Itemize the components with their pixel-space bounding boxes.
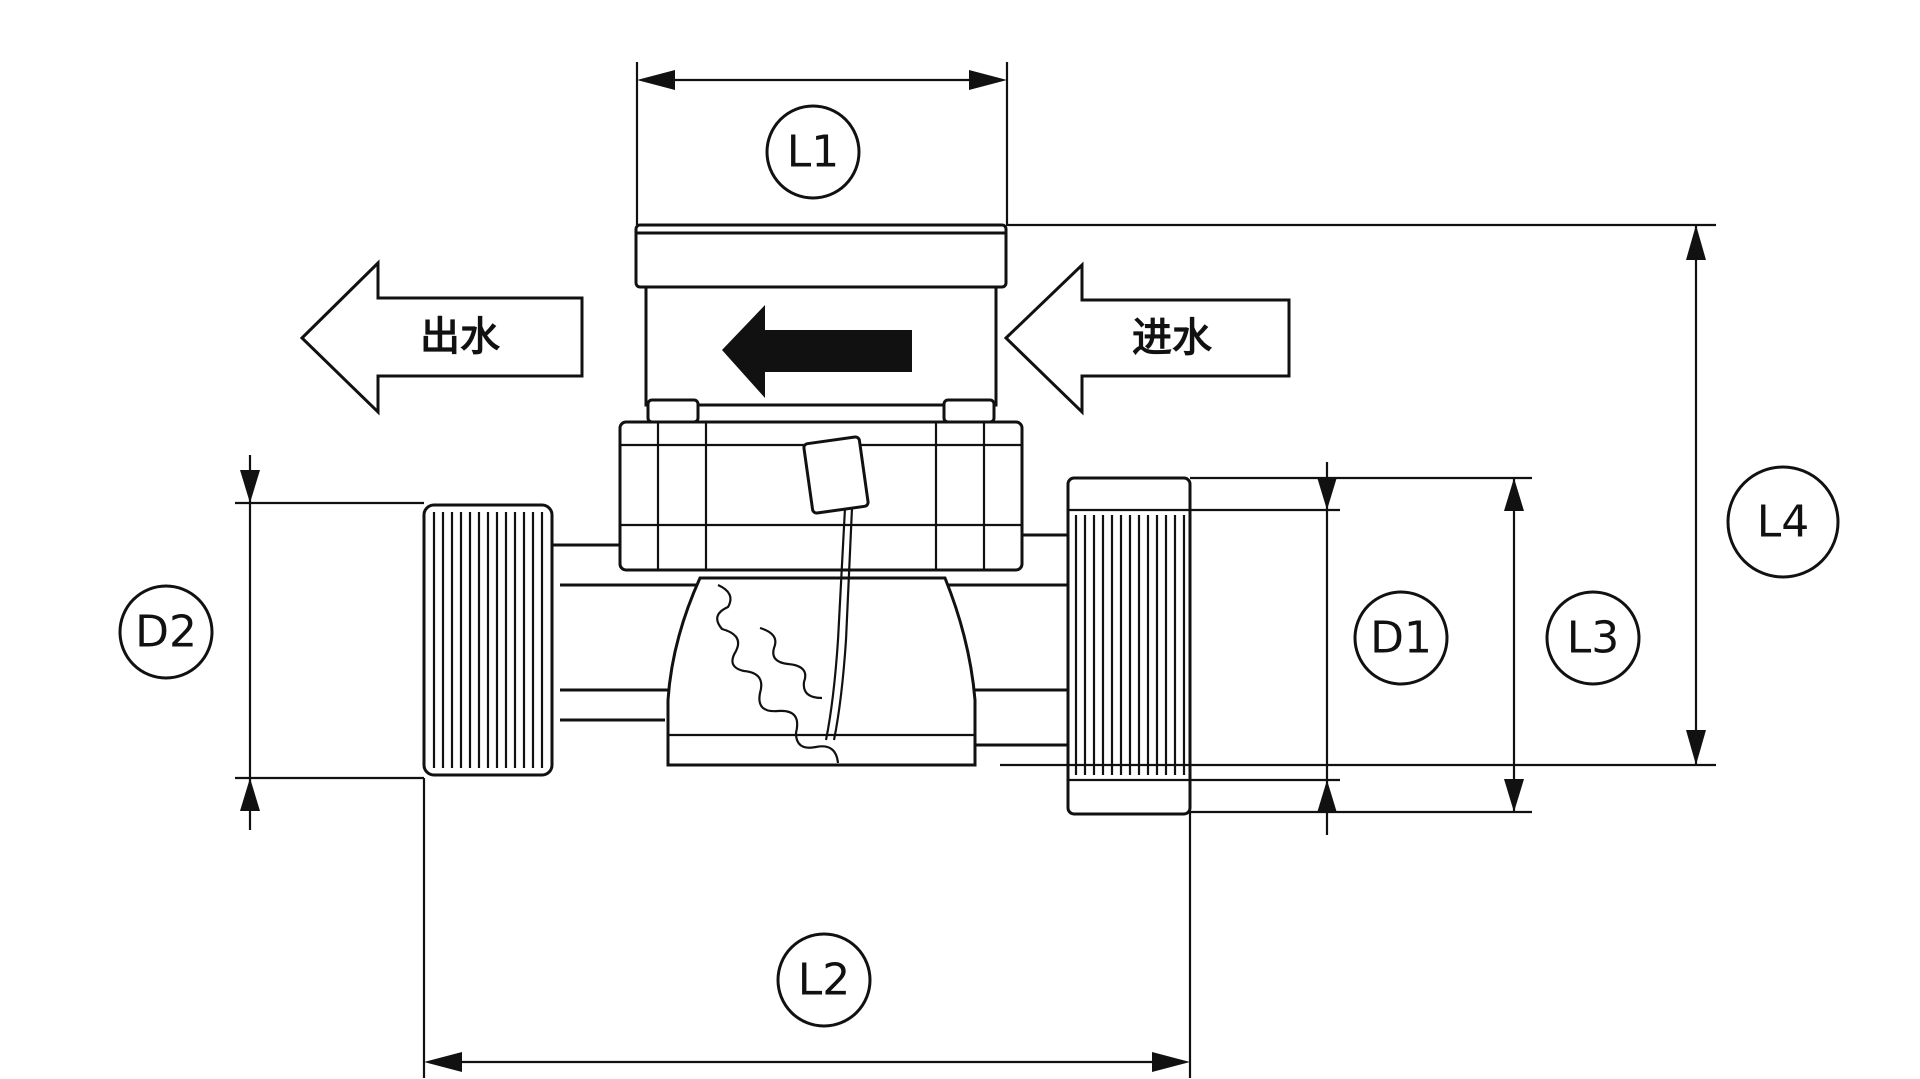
dimension-d1: D1 [1190, 462, 1449, 835]
label-l3: L3 [1567, 613, 1620, 664]
outlet-label: 出水 [420, 314, 501, 360]
label-l4: L4 [1757, 497, 1810, 548]
left-thread [422, 503, 554, 777]
label-circle-d2 [118, 584, 214, 680]
label-l2: L2 [798, 955, 851, 1006]
label-d1: D1 [1370, 613, 1432, 664]
pipe-body [550, 507, 1070, 767]
inlet-label: 进水 [1132, 315, 1213, 361]
dimension-l4: L4 [1000, 223, 1840, 767]
sensor-wire [824, 507, 847, 741]
label-circle-l4 [1726, 465, 1840, 579]
clamp-block [618, 420, 1024, 572]
label-circle-l2 [776, 932, 872, 1028]
label-circle-d1 [1353, 590, 1449, 686]
right-nut [1066, 476, 1192, 816]
dimension-l1: L1 [635, 62, 1009, 225]
outlet-arrow: 出水 [299, 259, 584, 416]
inlet-arrow: 进水 [1003, 261, 1291, 416]
label-circle-l3 [1545, 590, 1641, 686]
spring [716, 583, 840, 764]
dimension-d2: D2 [118, 455, 424, 830]
label-circle-l1 [765, 104, 861, 200]
label-d2: D2 [135, 607, 197, 658]
dimension-l3: L3 [1190, 476, 1641, 814]
meter-head [634, 223, 1008, 424]
dimension-l2: L2 [422, 778, 1192, 1078]
flow-direction-arrow [722, 305, 912, 398]
label-l1: L1 [787, 127, 840, 178]
